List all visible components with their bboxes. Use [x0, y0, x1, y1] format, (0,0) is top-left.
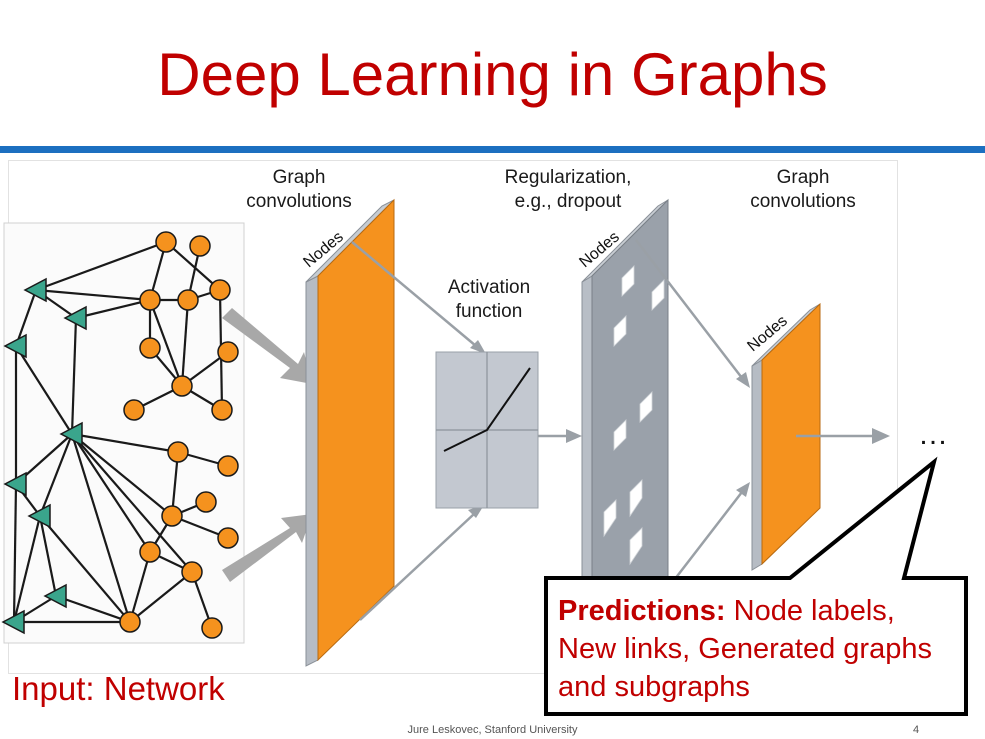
network-nodes [1, 231, 239, 639]
network-node-triangle [63, 305, 87, 331]
activation-label: Activation function [447, 277, 531, 322]
layer-1-graph-conv [305, 198, 395, 667]
predictions-body: Node labels, New links, Generated graphs… [558, 595, 932, 703]
predictions-callout-box [544, 456, 968, 716]
network-edge [35, 240, 167, 292]
slide-title: Deep Learning in Graphs [157, 41, 828, 108]
regularization-label: Regularization, e.g., dropout [504, 167, 632, 212]
network-edge [70, 433, 132, 623]
network-node-triangle [43, 583, 67, 609]
network-edge [71, 433, 173, 517]
input-arrow-top [222, 308, 312, 384]
network-edge [55, 594, 131, 624]
network-node-circle [139, 541, 161, 563]
network-node-triangle [59, 421, 83, 447]
network-edge [35, 288, 151, 302]
input-label-rest: Network [94, 670, 225, 707]
dropout-holes [603, 265, 665, 566]
network-node-triangle [27, 503, 51, 529]
predictions-strong: Predictions: [558, 595, 726, 627]
network-node-triangle [3, 333, 27, 359]
network-node-circle [209, 279, 231, 301]
network-node-circle [119, 611, 141, 633]
network-node-circle [139, 289, 161, 311]
network-node-circle [155, 231, 177, 253]
arrow-to-dropout [538, 429, 582, 443]
input-label-strong: Input: [12, 670, 95, 707]
network-node-circle [217, 527, 239, 549]
network-edge [71, 433, 193, 573]
page-number: 4 [913, 724, 920, 736]
graph-conv-1-label: Graph convolutions [246, 167, 352, 212]
network-edge [12, 483, 18, 623]
network-edge [180, 299, 190, 387]
network-edge [38, 515, 58, 597]
network-node-circle [161, 505, 183, 527]
network-edge [129, 571, 193, 623]
network-edge [15, 345, 73, 435]
layer-3-graph-conv [751, 302, 821, 571]
input-arrow-bottom [222, 514, 312, 582]
network-node-triangle [1, 609, 25, 635]
input-label: Input: Network [12, 670, 225, 708]
layer-2-dropout [581, 198, 669, 657]
network-edge [12, 515, 42, 623]
network-node-circle [171, 375, 193, 397]
output-arrow [796, 428, 890, 444]
footer-credit: Jure Leskovec, Stanford University [407, 724, 578, 736]
network-node-circle [181, 561, 203, 583]
network-edge [165, 241, 221, 291]
network-edge [14, 289, 38, 347]
network-edge [70, 317, 78, 435]
network-node-circle [217, 455, 239, 477]
network-node-circle [139, 337, 161, 359]
continuation-ellipsis: … [918, 418, 949, 451]
network-node-circle [177, 289, 199, 311]
network-node-circle [189, 235, 211, 257]
graph-conv-2-label: Graph convolutions [750, 167, 856, 212]
network-node-circle [195, 491, 217, 513]
arrow-to-activation [351, 241, 486, 621]
arrow-to-layer-3 [635, 239, 750, 589]
network-node-circle [201, 617, 223, 639]
activation-function-box [435, 351, 539, 509]
title-divider [0, 146, 985, 153]
network-node-circle [211, 399, 233, 421]
network-node-triangle [3, 471, 27, 497]
network-edge [38, 433, 74, 517]
network-node-circle [167, 441, 189, 463]
predictions-text: Predictions: Node labels, New links, Gen… [558, 592, 958, 706]
network-edge [39, 515, 131, 623]
network-edge [71, 432, 179, 454]
network-edge [128, 551, 152, 623]
network-edge [71, 433, 151, 553]
network-node-circle [217, 341, 239, 363]
input-arrows [222, 308, 312, 582]
network-edge [75, 298, 151, 320]
network-edge [148, 299, 184, 387]
network-node-triangle [23, 277, 47, 303]
network-node-circle [123, 399, 145, 421]
